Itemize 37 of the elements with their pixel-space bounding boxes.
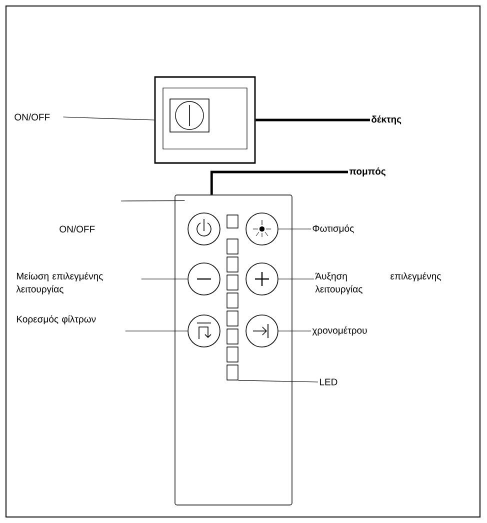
label-text: Κορεσμός φίλτρων: [16, 315, 96, 324]
label-text: ON/OFF: [14, 114, 50, 120]
leader-line: [278, 330, 312, 332]
leader-line: [238, 380, 318, 382]
label-text: πομπός: [349, 168, 386, 176]
led-indicator: [226, 364, 238, 380]
led-indicator: [226, 274, 238, 290]
led-indicator: [226, 256, 238, 272]
label-text: ON/OFF: [60, 226, 95, 232]
round-button: [246, 314, 278, 348]
label-text: Άυξηση επιλεγμένης λειτουργίας: [315, 272, 441, 294]
leader-line: [125, 330, 188, 332]
label-text: LED: [320, 378, 338, 386]
round-button: [246, 262, 278, 296]
leader-line: [278, 228, 312, 230]
round-button: [188, 212, 220, 246]
led-indicator: [226, 292, 238, 308]
leader-line: [210, 170, 348, 195]
round-button: [188, 262, 220, 296]
label-text: δέκτης: [372, 116, 402, 124]
leader-line: [256, 118, 370, 122]
label-text: χρονομέτρου: [312, 326, 367, 336]
led-indicator: [226, 310, 238, 326]
label-text: Φωτισμός: [312, 224, 354, 234]
led-indicator: [226, 328, 238, 344]
remote-control: [174, 194, 292, 506]
leader-line: [62, 116, 155, 120]
led-indicator: [226, 214, 238, 228]
led-indicator: [226, 238, 238, 254]
label-text: Μείωση επιλεγμένης λειτουργίας: [16, 272, 103, 294]
round-button: [188, 314, 220, 348]
leader-line: [141, 278, 188, 280]
round-button: [246, 212, 278, 246]
receiver-box: [154, 76, 256, 164]
led-indicator: [226, 346, 238, 362]
leader-line: [120, 200, 185, 202]
leader-line: [278, 278, 314, 280]
